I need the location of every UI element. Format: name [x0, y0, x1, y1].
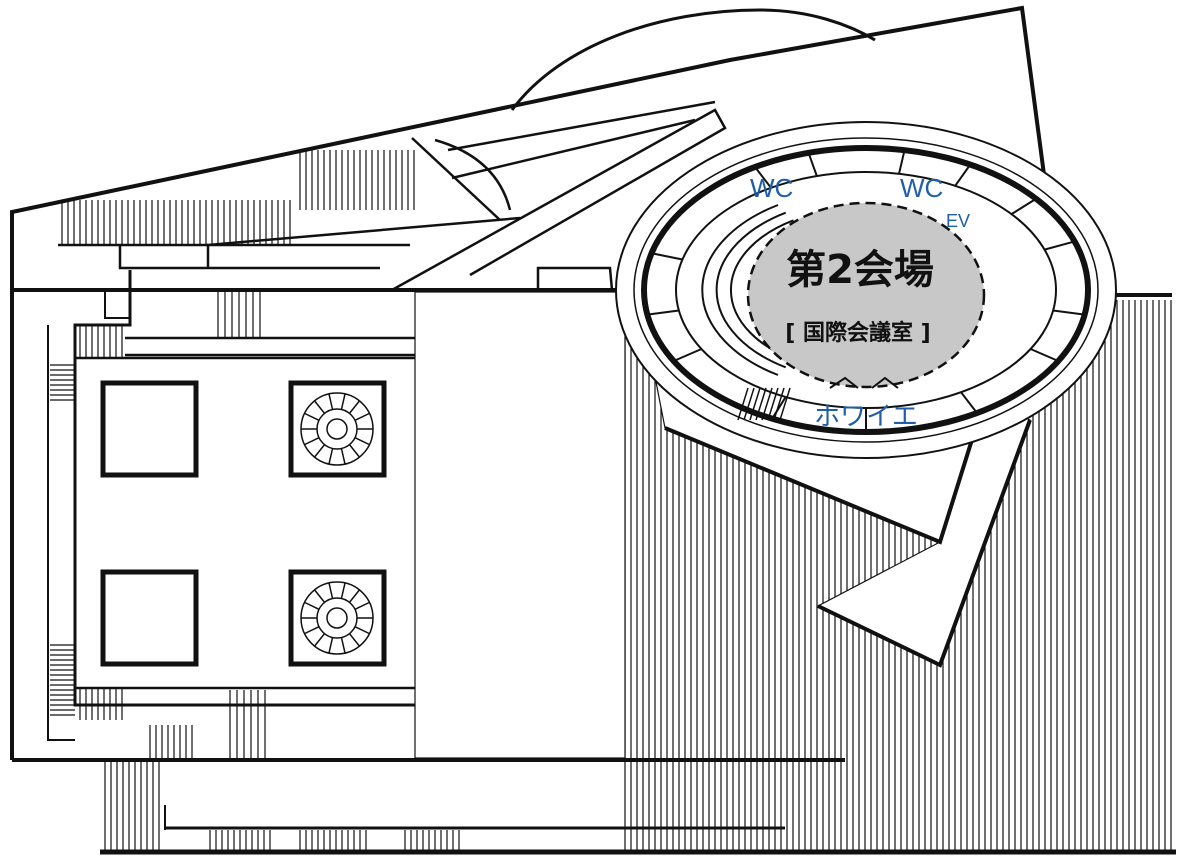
rotunda	[615, 121, 1117, 459]
dome-arc	[510, 8, 876, 111]
ramp-passages	[58, 100, 727, 357]
ev-label: EV	[946, 211, 970, 231]
hall-subtitle: [ 国際会議室 ]	[785, 320, 930, 346]
foyer-doors	[829, 376, 899, 389]
wing-walls	[664, 397, 1032, 668]
hall-title: 第2会場	[786, 247, 934, 293]
foyer-label: ホワイエ	[814, 401, 918, 431]
square-rooms	[100, 380, 387, 667]
spiral-staircase	[300, 581, 374, 655]
spiral-staircase	[300, 392, 374, 466]
wc-left-label: WC	[750, 173, 793, 203]
foyer-stairs	[737, 387, 791, 421]
outer-walls	[10, 5, 1176, 855]
ring-dividers	[647, 149, 1085, 432]
hall-floor	[746, 201, 986, 389]
inner-structure	[47, 270, 415, 741]
wc-right-label: WC	[900, 173, 943, 203]
